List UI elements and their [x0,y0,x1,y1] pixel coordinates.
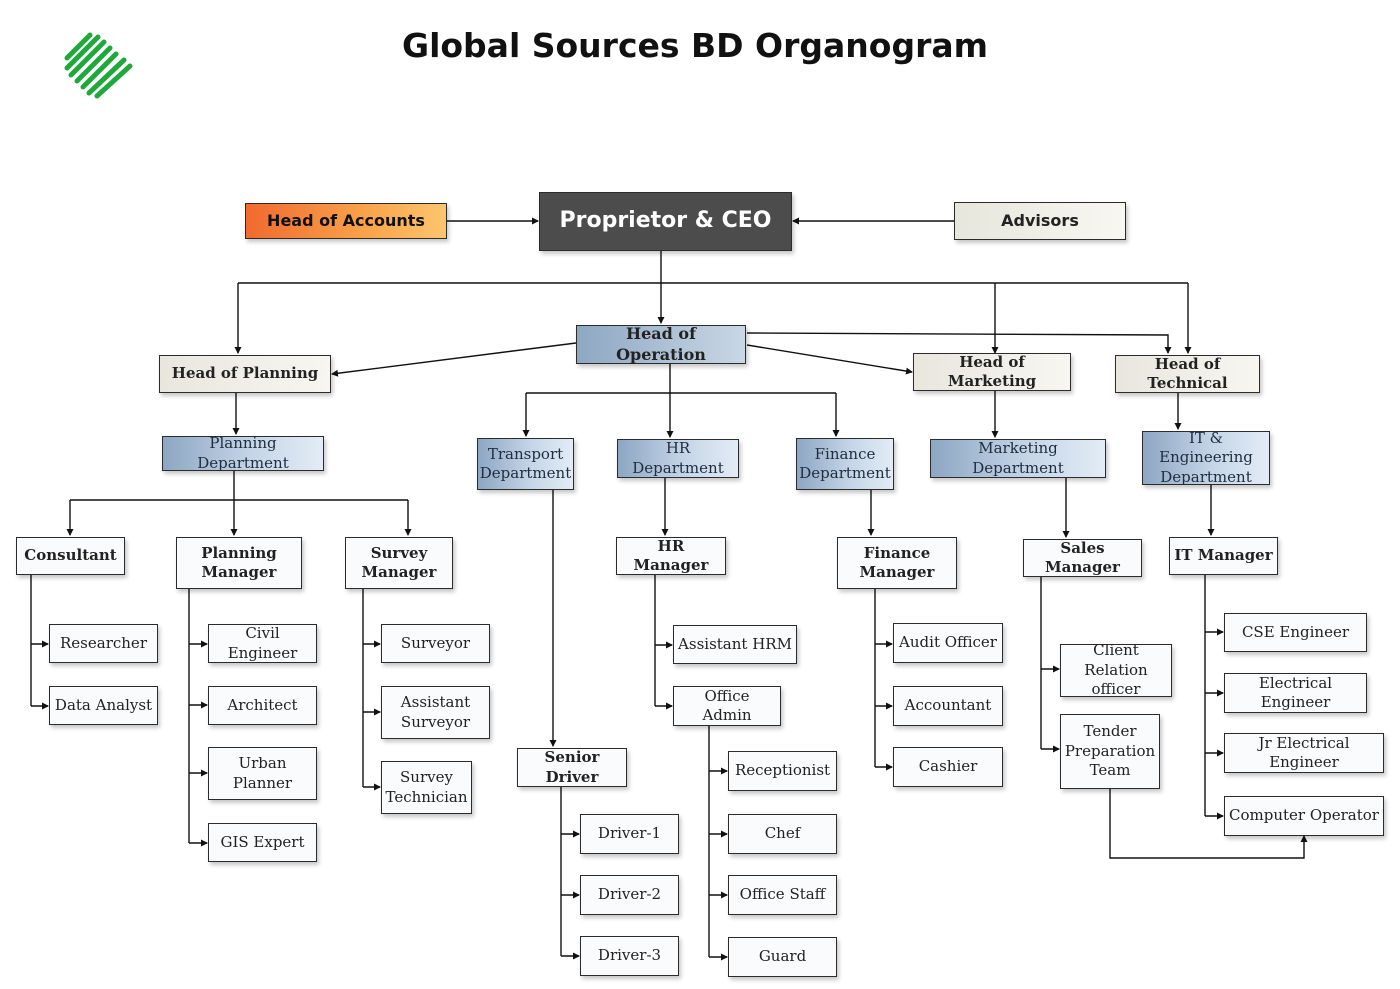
node-researcher: Researcher [49,624,158,663]
node-audit-officer: Audit Officer [893,623,1003,663]
node-office-admin: Office Admin [673,686,781,726]
node-driver-1: Driver-1 [580,814,679,854]
node-it-manager: IT Manager [1169,537,1278,575]
node-tender-preparation-team: Tender Preparation Team [1060,714,1160,789]
node-hr-manager: HR Manager [616,537,726,575]
company-logo-icon [64,32,133,99]
node-office-staff: Office Staff [728,875,837,915]
node-ceo: Proprietor & CEO [539,192,792,251]
node-surveyor: Surveyor [381,624,490,663]
node-driver-3: Driver-3 [580,936,679,976]
node-head-accounts: Head of Accounts [245,203,447,239]
node-accountant: Accountant [893,686,1003,726]
node-chef: Chef [728,814,837,854]
node-assistant-surveyor: Assistant Surveyor [381,686,490,739]
node-survey-technician: Survey Technician [381,761,472,814]
node-receptionist: Receptionist [728,751,837,791]
node-head-marketing: Head of Marketing [913,353,1071,391]
node-head-technical: Head of Technical [1115,355,1260,393]
node-guard: Guard [728,937,837,977]
node-senior-driver: Senior Driver [517,748,627,787]
node-driver-2: Driver-2 [580,875,679,915]
node-sales-manager: Sales Manager [1023,539,1142,577]
node-finance-manager: Finance Manager [837,537,957,589]
node-assistant-hrm: Assistant HRM [673,625,797,664]
node-cse-engineer: CSE Engineer [1224,613,1367,652]
node-planning-manager: Planning Manager [176,537,302,589]
node-hr-department: HR Department [617,439,739,478]
node-gis-expert: GIS Expert [208,823,317,862]
node-finance-department: Finance Department [796,438,894,490]
node-head-planning: Head of Planning [159,355,331,393]
node-head-operation: Head of Operation [576,324,746,364]
node-computer-operator: Computer Operator [1224,796,1384,836]
node-it-engineering-department: IT & Engineering Department [1142,429,1270,486]
node-cashier: Cashier [893,747,1003,787]
node-marketing-department: Marketing Department [930,439,1106,478]
node-advisors: Advisors [954,202,1126,240]
node-electrical-engineer: Electrical Engineer [1224,673,1367,713]
page-title: Global Sources BD Organogram [401,26,988,65]
node-data-analyst: Data Analyst [49,686,158,725]
node-consultant: Consultant [16,537,125,575]
node-client-relation-officer: Client Relation officer [1060,641,1172,698]
node-jr-electrical-engineer: Jr Electrical Engineer [1224,733,1384,773]
node-planning-department: Planning Department [162,434,324,472]
node-civil-engineer: Civil Engineer [208,624,317,663]
node-architect: Architect [208,686,317,725]
node-urban-planner: Urban Planner [208,747,317,800]
node-survey-manager: Survey Manager [345,537,453,589]
node-transport-department: Transport Department [477,438,574,490]
